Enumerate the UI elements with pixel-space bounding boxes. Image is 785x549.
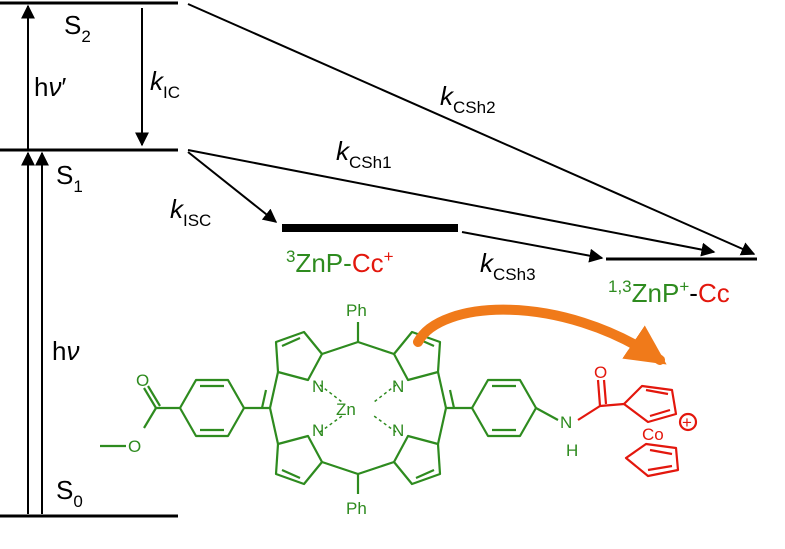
kcsh1-arrow: [187, 149, 716, 257]
kisc-arrow: [187, 151, 278, 223]
kisc-label: kISC: [170, 194, 211, 230]
hv-prime-label: hν′: [34, 72, 66, 102]
n-label-2: N: [392, 377, 404, 396]
cs-state-label: 1,3ZnP+-Cc: [608, 277, 730, 308]
amide-h-label: H: [566, 441, 578, 460]
kcsh1-label: kCSh1: [336, 136, 392, 172]
s2-label: S2: [64, 10, 91, 46]
kcsh3-arrow: [461, 231, 604, 263]
n-label-4: N: [392, 421, 404, 440]
kcsh3-label: kCSh3: [480, 248, 536, 284]
co-charge-label: +: [682, 413, 692, 432]
amide-o-label: O: [594, 363, 607, 382]
zn-label: Zn: [336, 400, 356, 419]
cobaltocenium-structure: [577, 379, 698, 478]
kcsh2-arrow: [187, 3, 756, 256]
electron-transfer-arrow: [413, 304, 667, 365]
zinc-porphyrin-structure: [100, 322, 559, 494]
hv-label: hν: [52, 336, 79, 366]
triplet-state-label: 3ZnP-Cc+: [286, 247, 394, 278]
kic-label: kIC: [150, 66, 180, 102]
ester-o-bottom: O: [128, 437, 141, 456]
ph-bottom-label: Ph: [346, 499, 367, 518]
s1-label: S1: [56, 160, 83, 196]
co-label: Co: [642, 425, 664, 444]
kcsh2-label: kCSh2: [440, 81, 496, 117]
ester-o-top: O: [136, 371, 149, 390]
ph-top-label: Ph: [346, 301, 367, 320]
n-label-1: N: [312, 377, 324, 396]
n-label-3: N: [312, 421, 324, 440]
s0-label: S0: [56, 475, 83, 511]
amide-n-label: N: [560, 413, 572, 432]
